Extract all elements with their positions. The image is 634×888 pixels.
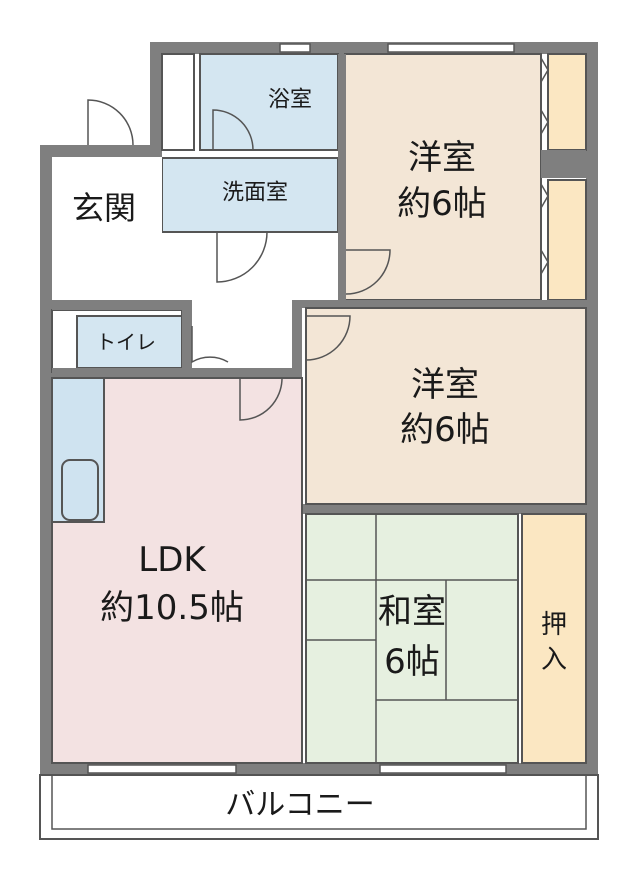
windows bbox=[87, 43, 515, 774]
storage-lower bbox=[547, 179, 587, 301]
storage-upper bbox=[547, 53, 587, 151]
balcony-rail bbox=[51, 774, 587, 830]
interior-walls bbox=[52, 54, 590, 514]
door-swings bbox=[87, 99, 391, 421]
sliding-door-marks bbox=[301, 514, 519, 763]
ldk-size: 約10.5帖 bbox=[100, 588, 244, 628]
western-room-2-label: 洋室 bbox=[411, 365, 479, 405]
oshiire-closet bbox=[521, 513, 587, 764]
storage-divider-wall bbox=[541, 150, 586, 178]
tatami-lines bbox=[306, 514, 518, 763]
entrance-label: 玄関 bbox=[72, 189, 136, 227]
closet-door-chevrons bbox=[540, 57, 549, 275]
balcony-label: バルコニー bbox=[225, 788, 374, 823]
washitsu-label: 和室 bbox=[378, 592, 446, 632]
oshiire-label-2: 入 bbox=[541, 645, 567, 675]
toilet-room bbox=[76, 315, 183, 369]
washitsu-room bbox=[305, 513, 519, 764]
western-room-1-label: 洋室 bbox=[408, 138, 476, 178]
western-room-2-size: 約6帖 bbox=[400, 410, 490, 450]
oshiire-label-1: 押 bbox=[541, 610, 567, 640]
western-room-1-size: 約6帖 bbox=[397, 184, 487, 224]
bath-room bbox=[199, 53, 339, 151]
bath-label: 浴室 bbox=[268, 88, 312, 113]
washitsu-size: 6帖 bbox=[384, 642, 440, 682]
entrance-area bbox=[52, 157, 162, 235]
toilet-label: トイレ bbox=[96, 330, 156, 354]
washroom-label: 洗面室 bbox=[222, 181, 288, 206]
utility-space bbox=[161, 53, 195, 151]
western-room-2 bbox=[305, 307, 587, 505]
kitchen-sink bbox=[61, 459, 99, 521]
washroom bbox=[161, 157, 339, 233]
ldk-label: LDK bbox=[138, 540, 207, 580]
